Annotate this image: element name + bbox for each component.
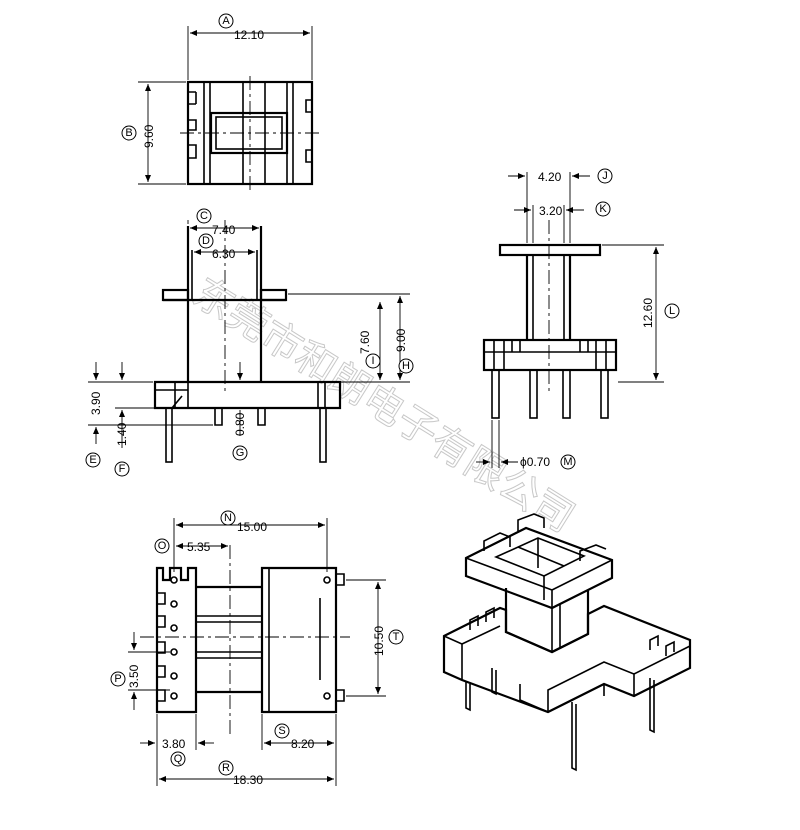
watermark-text: 东莞市和朗电子有限公司 [185,269,583,541]
dim-K-letter: K [599,203,607,215]
dim-D-value: 6.30 [212,247,236,261]
dim-O-letter: O [158,540,167,552]
dim-Q-letter: Q [174,753,183,765]
dim-A-value: 12.10 [234,28,264,42]
dim-S-letter: S [278,725,285,737]
isometric-view [442,513,692,772]
dim-L-letter: L [669,305,675,317]
dim-N-value: 15.00 [237,520,267,534]
dim-F-value: 1.40 [115,422,129,446]
dim-G-value: 0.80 [233,412,247,436]
dim-N-letter: N [224,512,232,524]
dim-I-value: 7.60 [358,330,372,354]
dim-G-letter: G [236,447,245,459]
dim-Q-value: 3.80 [162,737,186,751]
dim-I-letter: I [371,355,374,367]
dim-T-letter: T [393,631,400,643]
dim-E-value: 3.90 [89,391,103,415]
dim-F-letter: F [119,463,126,475]
dim-A-letter: A [222,15,230,27]
side-view: 4.20 J 3.20 K 12.60 L ϕ0.70 M [476,168,680,470]
dim-O-value: 5.35 [187,540,211,554]
company-watermark: 东莞市和朗电子有限公司 [184,269,583,542]
dim-P-letter: P [114,673,121,685]
dim-L-value: 12.60 [641,298,655,328]
dim-D-letter: D [202,235,210,247]
dim-R-value: 18.30 [233,773,263,787]
dim-T-value: 10.50 [372,626,386,656]
dim-R-letter: R [222,762,230,774]
dim-J-letter: J [602,170,608,182]
dim-H-value: 9.00 [394,328,408,352]
dim-K-value: 3.20 [539,204,563,218]
dim-J-value: 4.20 [538,170,562,184]
dim-B-value: 9.60 [142,124,156,148]
dim-E-letter: E [89,454,96,466]
dim-B-letter: B [125,127,132,139]
dim-S-value: 8.20 [291,737,315,751]
dim-M-letter: M [563,456,572,468]
dim-H-letter: H [402,360,410,372]
top-view: 12.10 A 9.60 B [121,13,322,190]
dim-M-value: ϕ0.70 [520,455,550,469]
bottom-view: 15.00 N 5.35 O 10.50 T 3.50 P 3.80 Q [110,510,404,787]
dim-C-letter: C [200,210,208,222]
dim-C-value: 7.40 [212,223,236,237]
dim-P-value: 3.50 [127,664,141,688]
front-view: 7.40 C 6.30 D 9.00 H 7.60 I 3.90 E 1.40 [85,208,414,477]
